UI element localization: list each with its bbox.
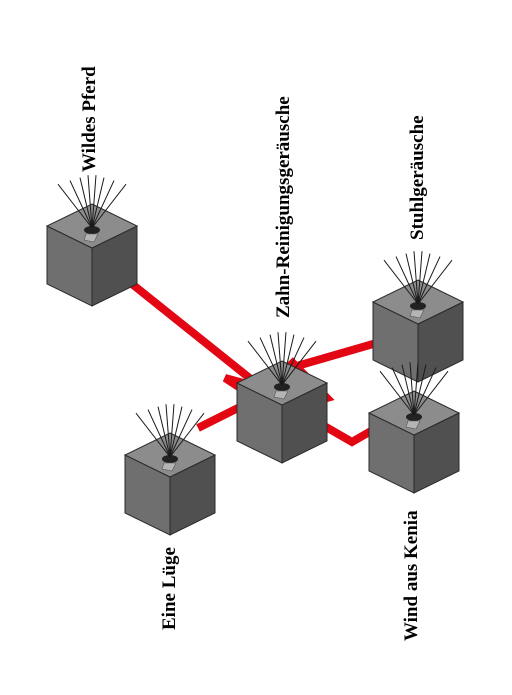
label-wind-aus-kenia: Wind aus Kenia [401, 510, 422, 641]
sound-hole [162, 455, 178, 463]
sound-wire [91, 175, 97, 229]
sound-wire [169, 409, 193, 458]
sound-wire [383, 259, 419, 305]
sound-wire [405, 253, 419, 305]
sound-wire [281, 332, 287, 386]
sound-hole-plate [405, 420, 421, 430]
sound-wire [281, 337, 305, 386]
sound-hole-plate [83, 233, 99, 243]
sound-wire [135, 412, 171, 458]
sound-wire [281, 340, 317, 386]
sound-hole-plate [161, 462, 177, 472]
pipe-wildes-pferd-to-zahn [109, 264, 265, 392]
sound-hole [406, 413, 422, 421]
sound-wire [413, 251, 419, 305]
sound-wire [79, 177, 93, 229]
label-stuhlgeraeusche: Stuhlgeräusche [407, 115, 428, 240]
sound-hole [410, 302, 426, 310]
sound-wire [417, 251, 423, 305]
sound-wire [247, 340, 283, 386]
sound-wire [87, 175, 93, 229]
box-luege [123, 404, 217, 536]
sound-hole [84, 226, 100, 234]
sound-boxes [45, 175, 465, 536]
sound-wire [91, 177, 105, 229]
sound-wire [281, 334, 295, 386]
sound-wire [269, 334, 283, 386]
sound-wire [91, 183, 127, 229]
sound-wire [157, 406, 171, 458]
sound-wire [169, 406, 183, 458]
sound-hole [274, 383, 290, 391]
sound-wire [413, 364, 427, 416]
sound-wire [413, 370, 449, 416]
sound-wire [57, 183, 93, 229]
sound-wire [417, 259, 453, 305]
sound-wire [259, 337, 283, 386]
pipe-zahn-to-stuhl [288, 338, 382, 372]
sound-wire [413, 362, 419, 416]
sound-wire [409, 362, 415, 416]
sound-wire [391, 367, 415, 416]
box-wind [367, 362, 461, 494]
box-wildes-pferd [45, 175, 139, 307]
label-zahn-reinigungsgeraeusche: Zahn-Reinigungsgeräusche [273, 96, 294, 318]
label-wildes-pferd: Wildes Pferd [79, 66, 100, 172]
sound-wire [69, 180, 93, 229]
sound-wire [91, 180, 115, 229]
box-zahn [235, 332, 329, 464]
label-eine-luege: Eine Lüge [159, 547, 180, 630]
sound-wire [147, 409, 171, 458]
sound-wire [413, 367, 437, 416]
sound-hole-plate [273, 390, 289, 400]
box-stuhl [371, 251, 465, 383]
sound-hole-plate [409, 309, 425, 319]
sound-wire [169, 412, 205, 458]
sound-wire [417, 256, 441, 305]
sound-wire [417, 253, 431, 305]
sound-wire [169, 404, 175, 458]
sound-wire [401, 364, 415, 416]
sound-wire [395, 256, 419, 305]
sound-wire [379, 370, 415, 416]
sound-wire [277, 332, 283, 386]
sound-wire [165, 404, 171, 458]
